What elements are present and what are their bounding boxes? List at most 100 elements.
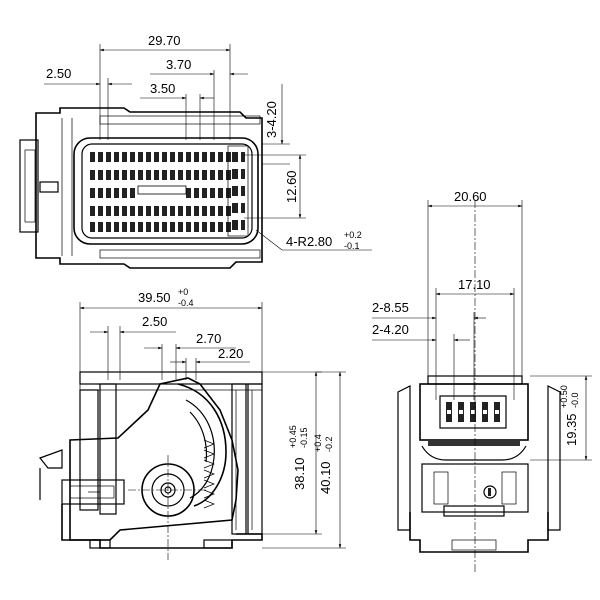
dim-front-2-20: 2.20 — [218, 346, 243, 361]
pin-cavity — [146, 222, 151, 232]
pin-cavity — [114, 206, 119, 216]
pin-cavity — [162, 206, 167, 216]
pin-cavity — [202, 188, 207, 198]
dim-front-40-10: 40.10 — [318, 461, 333, 494]
pin-cavity — [210, 152, 215, 162]
dim-side-2-8-55: 2-8.55 — [372, 300, 409, 315]
pin-cavity — [154, 222, 159, 232]
dim-top-3-70: 3.70 — [166, 57, 191, 72]
dim-top-radius-tol-low: -0.1 — [344, 241, 360, 251]
dim-front-40-10-tol-low: -0.2 — [324, 436, 334, 452]
dim-front-38-10-tol-up: +0.45 — [288, 425, 298, 448]
pin-cavity — [218, 170, 223, 180]
pin-cavity — [186, 152, 191, 162]
pin-cavity-large — [241, 186, 245, 196]
pin-cavity — [122, 170, 127, 180]
dim-top-3-50: 3.50 — [150, 81, 175, 96]
dim-top-radius-tol-up: +0.2 — [344, 230, 362, 240]
pin-cavity — [210, 170, 215, 180]
pin-cavity — [130, 188, 135, 198]
pin-cavity — [90, 206, 95, 216]
dim-front-38-10-tol-low: -0.15 — [299, 427, 309, 448]
pin-cavity-large — [232, 152, 238, 162]
pin-cavity — [226, 206, 231, 216]
pin-cavity — [138, 206, 143, 216]
pin-cavity — [114, 152, 119, 162]
dim-front-width: 39.50 — [138, 290, 171, 305]
pin-cavity — [146, 152, 151, 162]
pin-cavity — [210, 222, 215, 232]
pin-cavity — [154, 152, 159, 162]
pin-cavity — [106, 188, 111, 198]
pin-cavity — [130, 206, 135, 216]
dim-side-19-35: 19.35 — [564, 413, 579, 446]
front-view: 39.50 +0 -0.4 2.50 2.70 2.20 38.10 +0.45… — [39, 287, 346, 560]
dim-front-width-tol-low: -0.4 — [178, 298, 194, 308]
pin-cavity — [186, 222, 191, 232]
pin-cavity — [226, 222, 231, 232]
pin-grid — [90, 152, 245, 232]
pin-cavity — [98, 170, 103, 180]
pin-cavity — [114, 188, 119, 198]
rack-tooth — [203, 459, 215, 469]
pin-cavity — [194, 222, 199, 232]
pin-cavity — [194, 170, 199, 180]
dim-front-2-50: 2.50 — [142, 314, 167, 329]
pin-cavity — [186, 188, 191, 198]
dim-side-19-35-tol-up: +0.50 — [559, 385, 569, 408]
pin-cavity — [210, 206, 215, 216]
pin-cavity — [114, 222, 119, 232]
rack-tooth — [203, 499, 215, 509]
pin-cavity — [162, 170, 167, 180]
side-pin-hole — [459, 410, 463, 414]
pin-cavity — [146, 206, 151, 216]
pin-cavity — [218, 188, 223, 198]
dim-top-12-60: 12.60 — [284, 170, 299, 203]
pin-cavity — [194, 206, 199, 216]
top-view: 29.70 2.50 3.70 3.50 3-4.20 12.60 4-R2.8… — [19, 33, 372, 269]
pin-cavity — [170, 206, 175, 216]
pin-cavity — [90, 170, 95, 180]
pin-cavity-large — [232, 220, 238, 230]
pin-cavity — [202, 206, 207, 216]
side-pin-hole — [471, 410, 475, 414]
side-pin-hole — [483, 410, 487, 414]
pin-cavity — [226, 152, 231, 162]
rack-tooth — [203, 439, 215, 449]
pin-cavity — [170, 222, 175, 232]
dim-side-2-4-20: 2-4.20 — [372, 322, 409, 337]
dim-front-width-tol-up: +0 — [178, 287, 188, 297]
pin-cavity-large — [241, 152, 245, 162]
pin-cavity — [170, 170, 175, 180]
pin-cavity — [170, 152, 175, 162]
pin-cavity — [146, 170, 151, 180]
pin-cavity — [106, 222, 111, 232]
pin-cavity — [122, 188, 127, 198]
pin-cavity — [90, 152, 95, 162]
pin-cavity — [106, 206, 111, 216]
pin-cavity — [226, 170, 231, 180]
pin-cavity — [202, 152, 207, 162]
rack-tooth — [203, 449, 215, 459]
dim-side-19-35-tol-low: -0.0 — [570, 392, 580, 408]
pin-cavity — [218, 206, 223, 216]
side-pins — [446, 402, 500, 422]
pin-cavity — [154, 206, 159, 216]
pin-cavity — [122, 222, 127, 232]
pin-cavity-large — [241, 203, 245, 213]
pin-cavity — [194, 188, 199, 198]
pin-cavity-large — [241, 169, 245, 179]
pin-cavity — [162, 222, 167, 232]
rack-tooth — [203, 479, 215, 489]
pin-cavity — [218, 222, 223, 232]
pin-cavity — [98, 188, 103, 198]
pin-cavity — [130, 152, 135, 162]
pin-cavity — [138, 222, 143, 232]
dim-front-40-10-tol-up: +0.4 — [313, 434, 323, 452]
pin-cavity — [178, 152, 183, 162]
dim-top-3-4-20: 3-4.20 — [264, 101, 279, 138]
pin-cavity — [122, 206, 127, 216]
dim-side-20-60: 20.60 — [454, 189, 487, 204]
pin-cavity — [218, 152, 223, 162]
